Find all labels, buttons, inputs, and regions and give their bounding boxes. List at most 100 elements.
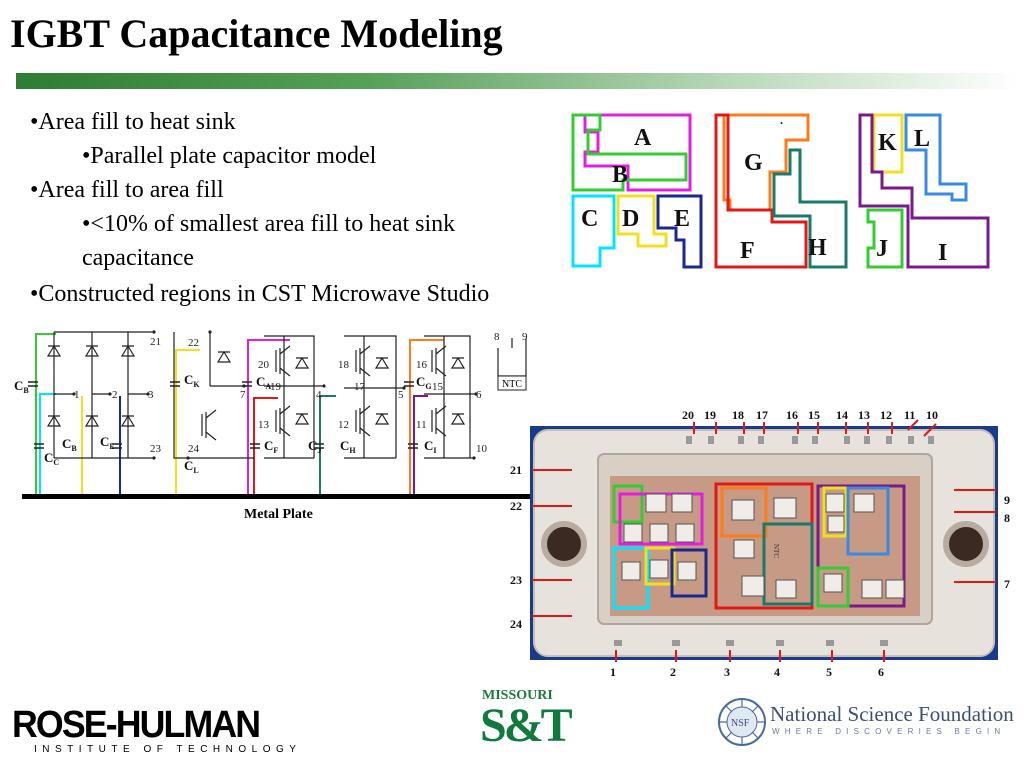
igbt-circuit-schematic: Metal Plate NTC 21 1 2 3 23 22 7 24 20 1… xyxy=(14,330,534,522)
ntc-resistor xyxy=(497,375,527,391)
nsf-tagline: WHERE DISCOVERIES BEGIN xyxy=(772,727,1006,736)
node-24: 24 xyxy=(188,443,200,455)
cap-label-ch: CH xyxy=(340,438,356,455)
rose-hulman-tagline: INSTITUTE OF TECHNOLOGY xyxy=(34,744,302,755)
node-18: 18 xyxy=(338,359,350,371)
region-b-outline xyxy=(571,113,688,192)
cap-label-ci: CI xyxy=(424,438,437,455)
cap-label-cl: CL xyxy=(184,458,199,475)
pin-17: 17 xyxy=(756,408,768,422)
region-label-c: C xyxy=(581,206,598,232)
region-label-j: J xyxy=(876,236,888,262)
cap-label-cb-left: CB xyxy=(14,378,29,395)
region-label-l: L xyxy=(914,126,930,152)
node-9: 9 xyxy=(522,331,528,343)
region-outlines-diagram: A B C D E G F H K L J I . xyxy=(571,113,990,269)
cap-label-ca: CA xyxy=(256,374,271,391)
missouri-st-main-text: S&T xyxy=(480,699,573,752)
region-label-h: H xyxy=(808,235,827,261)
node-1: 1 xyxy=(74,389,80,401)
pin-12: 12 xyxy=(880,408,892,422)
node-3: 3 xyxy=(148,389,154,401)
rose-hulman-wordmark: ROSE-HULMAN xyxy=(12,704,261,746)
cap-label-ck: CK xyxy=(184,372,200,389)
node-22: 22 xyxy=(188,337,199,349)
node-16: 16 xyxy=(416,359,428,371)
node-12: 12 xyxy=(338,419,349,431)
missouri-st-top-text: MISSOURI xyxy=(482,688,553,703)
region-l-outline xyxy=(904,113,968,202)
pin-23: 23 xyxy=(510,573,522,587)
bullet-less-than-10pct: •<10% of smallest area fill to heat sink xyxy=(82,211,456,237)
pin-7: 7 xyxy=(1004,577,1010,591)
pin-1: 1 xyxy=(610,665,616,679)
node-23: 23 xyxy=(150,443,162,455)
bullet-capacitance: capacitance xyxy=(82,245,194,271)
region-label-i: I xyxy=(938,240,947,266)
pin-2: 2 xyxy=(670,665,676,679)
nsf-seal-icon: NSF xyxy=(718,698,766,746)
node-21: 21 xyxy=(150,336,161,348)
region-label-b: B xyxy=(612,162,628,188)
node-17: 17 xyxy=(354,381,366,393)
cap-label-cf: CF xyxy=(264,438,278,455)
region-label-d: D xyxy=(622,206,639,232)
region-dot: . xyxy=(780,113,783,127)
pin-8: 8 xyxy=(1004,511,1010,525)
pin-21: 21 xyxy=(510,463,522,477)
region-i-outline xyxy=(858,113,990,269)
node-4: 4 xyxy=(316,389,322,401)
pin-14: 14 xyxy=(836,408,848,422)
region-label-g: G xyxy=(744,150,763,176)
pin-9: 9 xyxy=(1004,493,1010,507)
region-g-outline xyxy=(722,113,810,212)
metal-plate-bar xyxy=(22,494,534,499)
pin-3: 3 xyxy=(724,665,730,679)
pin-13: 13 xyxy=(858,408,870,422)
node-7: 7 xyxy=(240,389,246,401)
svg-text:NSF: NSF xyxy=(731,718,750,729)
bullet-parallel-plate: •Parallel plate capacitor model xyxy=(82,143,377,169)
bullet-cst-regions: •Constructed regions in CST Microwave St… xyxy=(30,281,490,307)
cap-label-cb: CB xyxy=(62,436,77,453)
node-20: 20 xyxy=(258,359,270,371)
region-e-outline xyxy=(656,194,703,269)
pin-18: 18 xyxy=(732,408,744,422)
cap-label-cj: CJ xyxy=(308,438,321,455)
bullet-area-fill-heat-sink: •Area fill to heat sink xyxy=(30,109,236,135)
pin-15: 15 xyxy=(808,408,820,422)
title-underline-bar xyxy=(16,73,1020,89)
node-13: 13 xyxy=(258,419,270,431)
nsf-name: National Science Foundation xyxy=(770,702,1014,726)
pin-22: 22 xyxy=(510,499,522,513)
mount-hole-right xyxy=(943,521,989,567)
slide-title: IGBT Capacitance Modeling xyxy=(10,11,503,56)
region-c-outline xyxy=(571,194,616,268)
node-19: 19 xyxy=(270,381,282,393)
pin-4: 4 xyxy=(774,665,780,679)
cap-label-ce: CE xyxy=(100,434,115,451)
nsf-logo: NSF National Science Foundation WHERE DI… xyxy=(708,688,1014,760)
pin-10: 10 xyxy=(926,408,938,422)
node-10: 10 xyxy=(476,443,488,455)
region-a-outline xyxy=(583,113,692,192)
bullet-area-fill-area-fill: •Area fill to area fill xyxy=(30,177,224,203)
node-6: 6 xyxy=(476,389,482,401)
mount-hole-left xyxy=(541,521,587,567)
igbt-module-photo: NTC 20 19 18 17 16 15 14 13 12 11 10 21 … xyxy=(510,408,1010,679)
ntc-chip-label: NTC xyxy=(772,544,780,558)
region-f-outline xyxy=(714,113,808,269)
node-11: 11 xyxy=(416,419,427,431)
pin-24: 24 xyxy=(510,617,522,631)
region-label-k: K xyxy=(878,130,897,156)
node-2: 2 xyxy=(112,389,118,401)
region-d-outline xyxy=(616,194,668,248)
region-label-e: E xyxy=(674,206,690,232)
region-label-a: A xyxy=(634,125,652,151)
missouri-st-logo: MISSOURI S&T xyxy=(480,688,573,760)
node-8: 8 xyxy=(494,331,500,343)
metal-plate-caption: Metal Plate xyxy=(244,507,313,522)
cap-label-cg: CG xyxy=(416,374,432,391)
region-j-outline xyxy=(866,208,904,269)
node-5: 5 xyxy=(398,389,404,401)
